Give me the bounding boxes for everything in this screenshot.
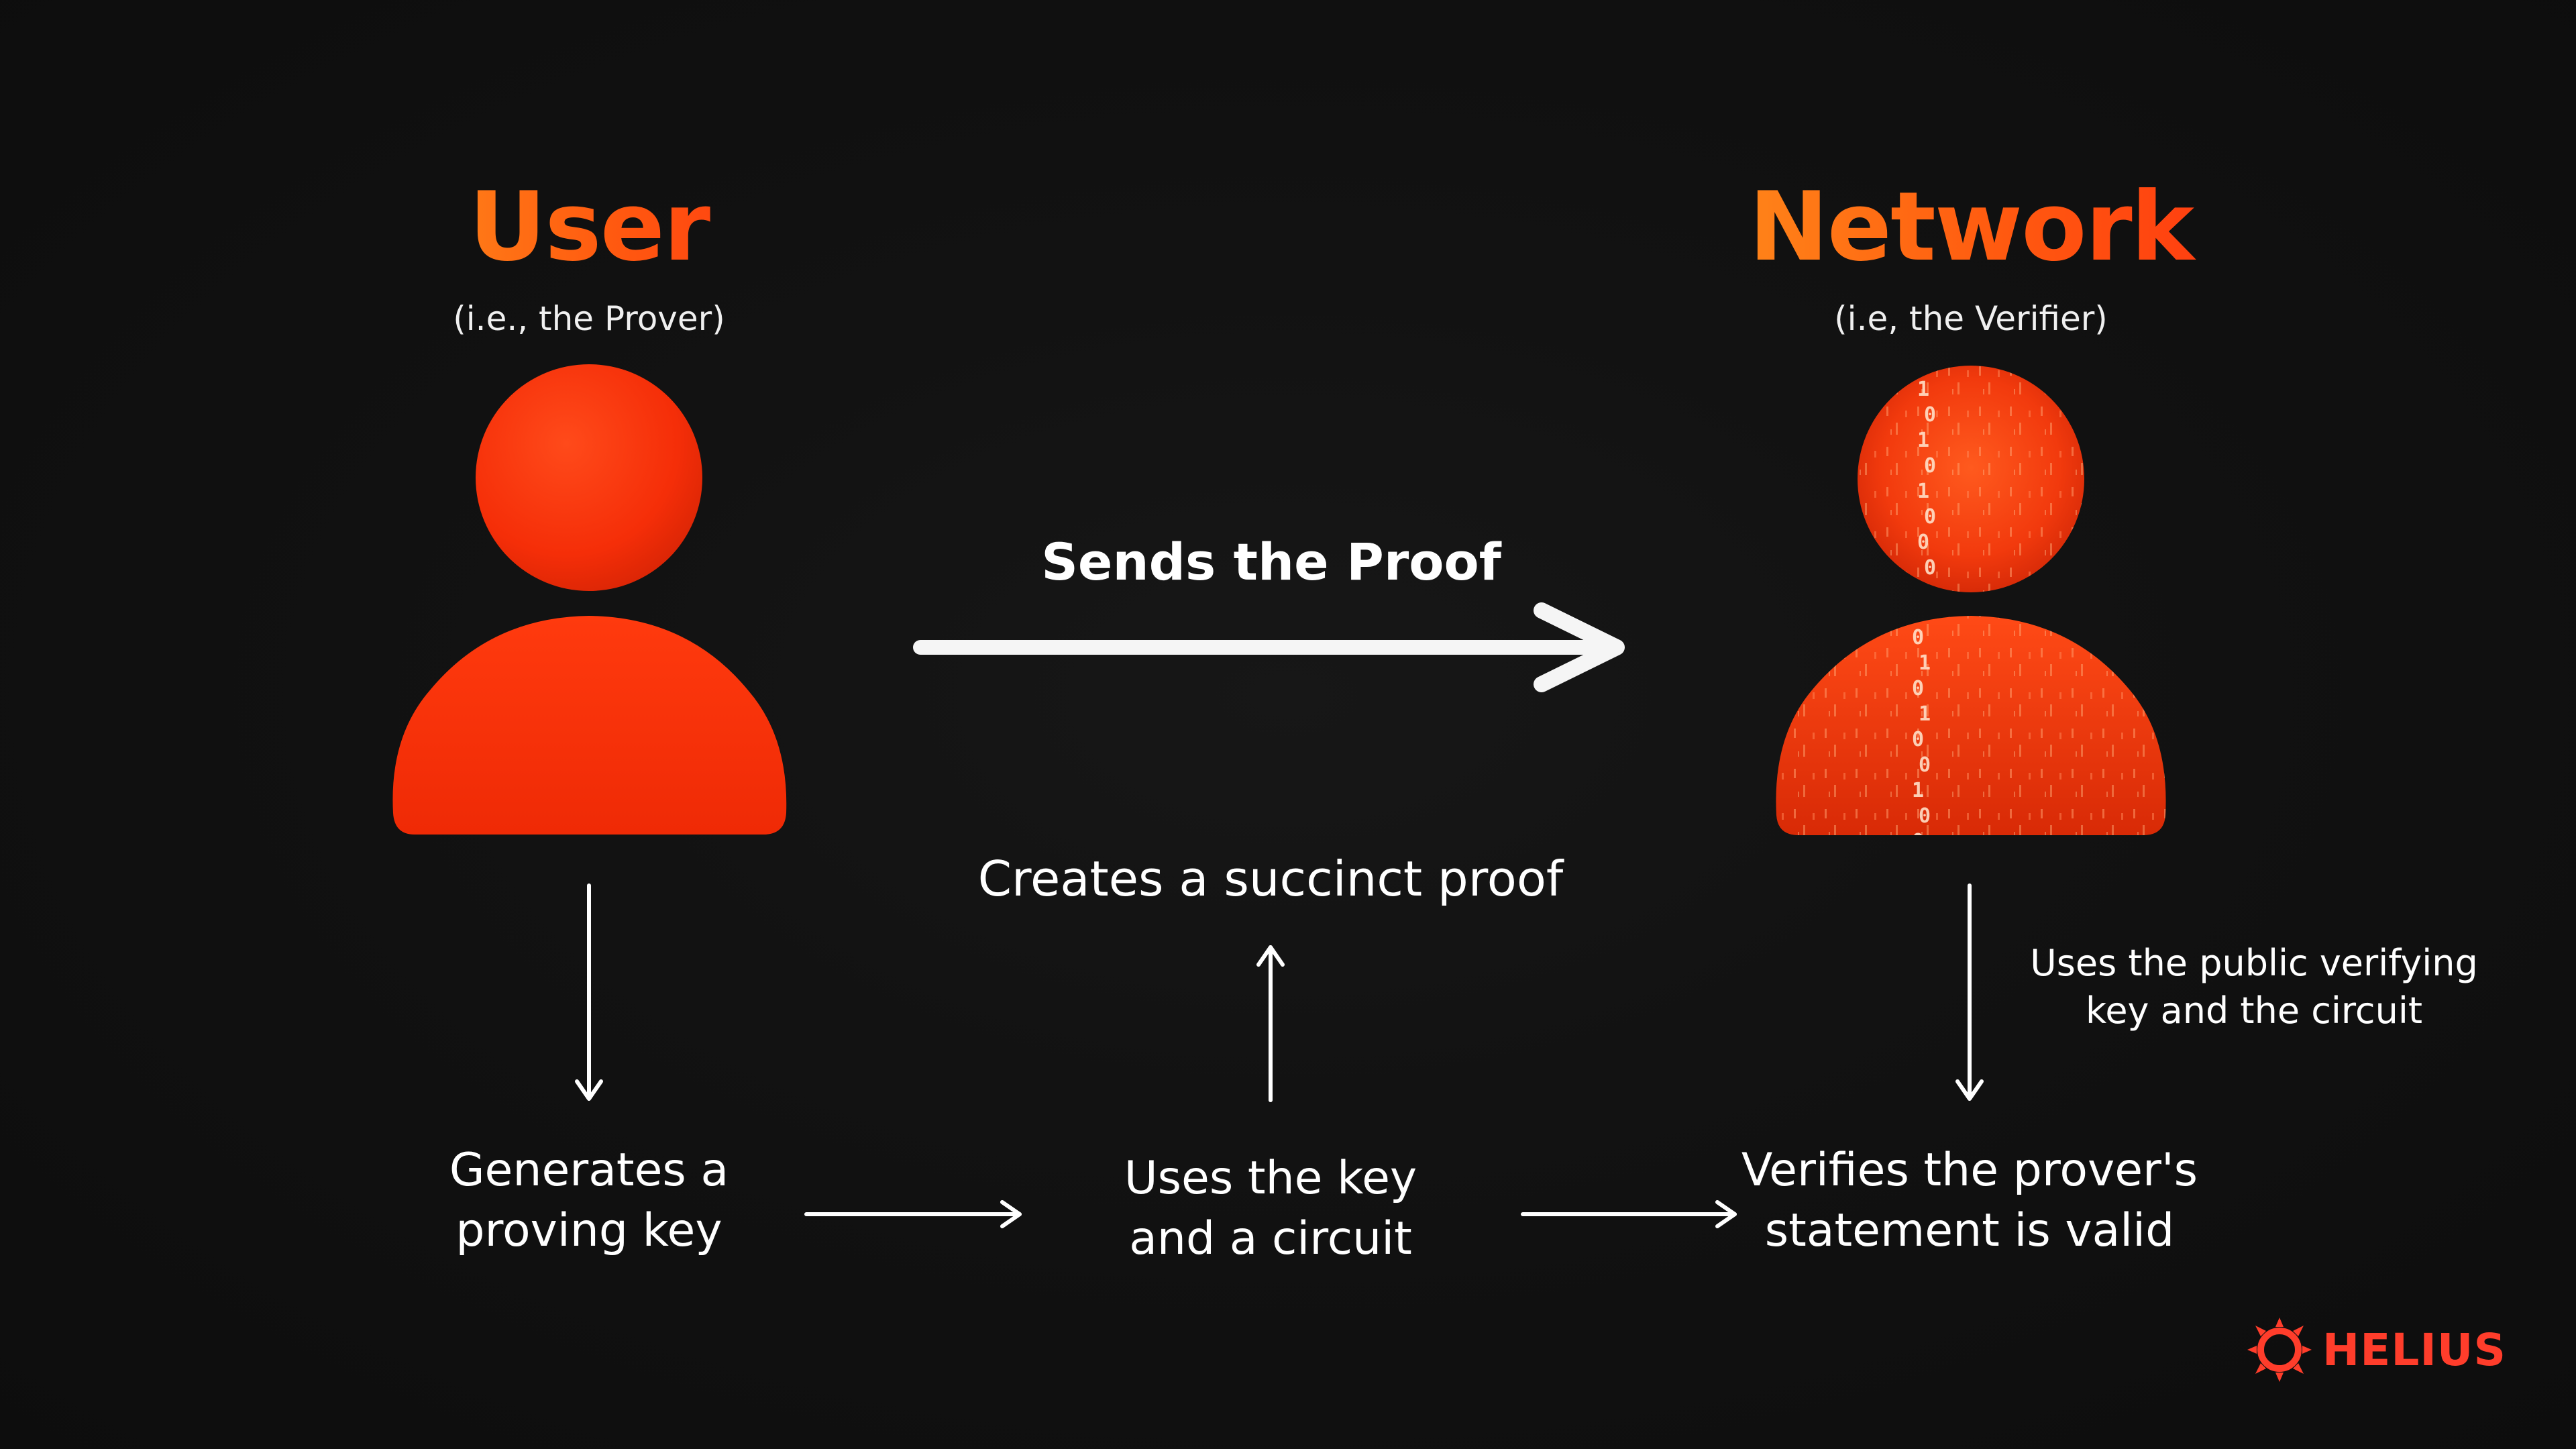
binary-digit: 0 xyxy=(1919,753,1931,777)
binary-digit: 1 xyxy=(1917,480,1929,503)
network-down-arrow xyxy=(1955,883,1984,1101)
binary-digit: 0 xyxy=(1912,626,1924,649)
user-title: User xyxy=(388,180,790,275)
user-body xyxy=(392,616,787,835)
helius-logo-text: HELIUS xyxy=(2322,1324,2507,1376)
binary-digit: 1 xyxy=(1919,651,1931,675)
binary-digit: 0 xyxy=(1924,505,1936,529)
binary-digit: 0 xyxy=(1912,728,1924,751)
binary-digit: 1 xyxy=(1917,378,1929,401)
uses-key-label: Uses the key and a circuit xyxy=(1124,1152,1417,1265)
helius-sun-icon xyxy=(2247,1318,2312,1382)
right-arrow-1 xyxy=(804,1200,1022,1228)
binary-digit: 0 xyxy=(1917,531,1929,554)
uses-public-key-label: Uses the public verifying key and the ci… xyxy=(2030,942,2478,1032)
user-person-icon xyxy=(392,364,787,835)
binary-digit: 0 xyxy=(1924,403,1936,427)
user-down-arrow xyxy=(575,883,603,1101)
binary-digit: 0 xyxy=(1924,454,1936,478)
creates-proof-label: Creates a succinct proof xyxy=(977,851,1564,907)
generates-key-label: Generates a proving key xyxy=(449,1144,729,1257)
binary-digit: 1 xyxy=(1919,702,1931,726)
binary-digit: 0 xyxy=(1924,556,1936,580)
binary-digit: 0 xyxy=(1919,804,1931,828)
binary-digit: 0 xyxy=(1912,830,1924,853)
user-subtitle: (i.e., the Prover) xyxy=(453,299,725,338)
user-head xyxy=(476,364,702,591)
network-title: Network xyxy=(1703,180,2239,275)
send-proof-arrow xyxy=(913,602,1625,692)
network-subtitle: (i.e, the Verifier) xyxy=(1834,299,2108,338)
verifies-label: Verifies the prover's statement is valid xyxy=(1741,1144,2198,1257)
sends-proof-label: Sends the Proof xyxy=(1041,532,1501,592)
right-arrow-2 xyxy=(1521,1200,1737,1228)
middle-up-arrow xyxy=(1256,945,1285,1102)
binary-digit: 1 xyxy=(1912,779,1924,802)
binary-digit: 1 xyxy=(1917,429,1929,452)
binary-digit: 0 xyxy=(1912,677,1924,700)
